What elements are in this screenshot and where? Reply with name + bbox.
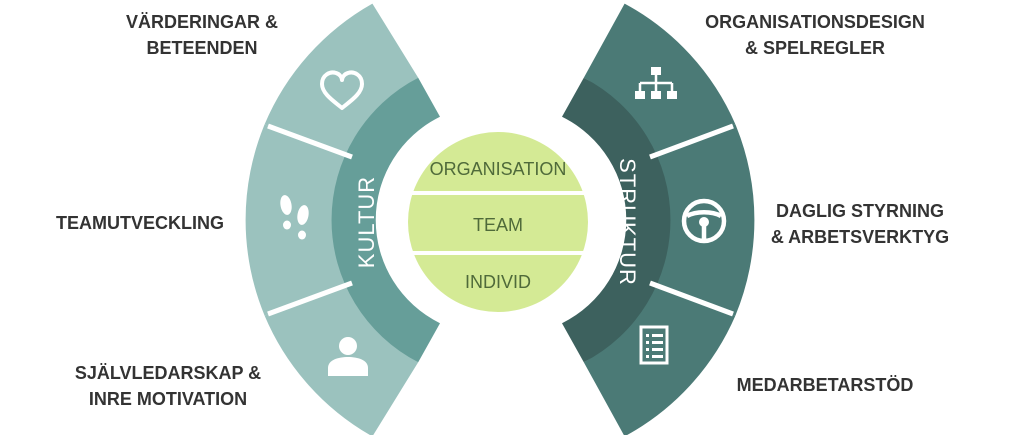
struktur-segment-support (583, 284, 736, 435)
label-orgdesign-line1: ORGANISATIONSDESIGN (705, 12, 925, 32)
core-organisation: ORGANISATION (430, 159, 567, 179)
label-employee-support: MEDARBETARSTÖD (725, 372, 925, 398)
label-org-design: ORGANISATIONSDESIGN & SPELREGLER (700, 9, 930, 61)
label-selflead-line1: SJÄLVLEDARSKAP & (74, 363, 262, 383)
label-orgdesign-line2: & SPELREGLER (744, 38, 886, 58)
label-support-line1: MEDARBETARSTÖD (736, 375, 914, 395)
org-chart-icon (635, 67, 677, 99)
core-team: TEAM (473, 215, 523, 235)
struktur-label: STRUKTUR (615, 158, 640, 286)
label-selflead-line2: INRE MOTIVATION (88, 389, 248, 409)
core-individ: INDIVID (465, 272, 531, 292)
kultur-label: KULTUR (354, 176, 379, 268)
core-dividers (410, 191, 586, 255)
kultur-segment-team (245, 124, 350, 316)
label-daily-management: DAGLIG STYRNING & ARBETSVERKTYG (760, 198, 960, 250)
label-team-development: TEAMUTVECKLING (40, 210, 240, 236)
label-values-line1: VÄRDERINGAR & (125, 12, 278, 32)
struktur-ring (562, 77, 671, 363)
checklist-icon (639, 325, 669, 365)
label-daily-line1: DAGLIG STYRNING (775, 201, 944, 221)
segment-dividers (267, 123, 734, 317)
label-values-line2: BETEENDEN (146, 38, 258, 58)
label-values-behaviors: VÄRDERINGAR & BETEENDEN (112, 9, 292, 61)
footprints-icon (280, 195, 309, 240)
label-team-line1: TEAMUTVECKLING (56, 213, 224, 233)
label-self-leadership: SJÄLVLEDARSKAP & INRE MOTIVATION (58, 360, 278, 412)
heart-icon (320, 70, 364, 110)
core-circle (408, 132, 588, 312)
struktur-segment-orgdesign (583, 3, 736, 156)
label-daily-line2: & ARBETSVERKTYG (770, 227, 950, 247)
kultur-ring (331, 77, 440, 363)
person-icon (328, 337, 368, 376)
steering-wheel-icon (681, 198, 727, 244)
